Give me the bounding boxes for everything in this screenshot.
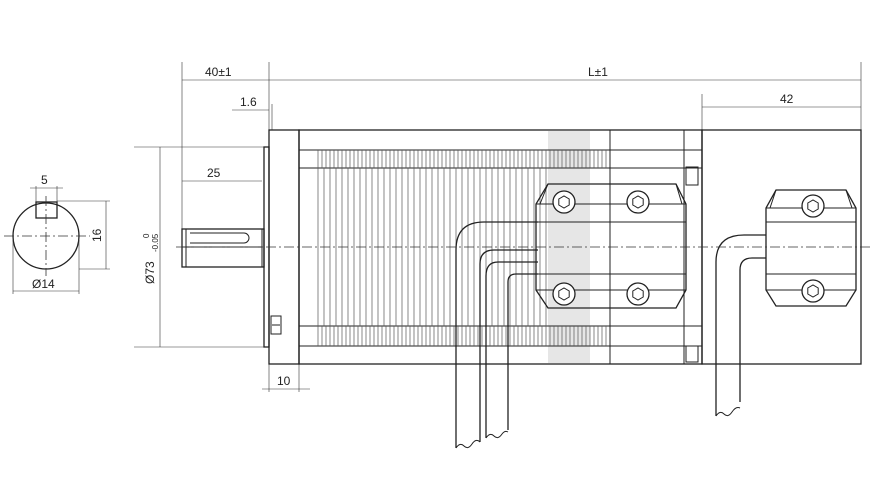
dim-10-label: 10	[277, 374, 291, 388]
pilot-diameter-label: Ø73	[143, 261, 157, 284]
pilot-tol-upper: 0	[142, 233, 151, 238]
clamp-bolt	[626, 282, 650, 306]
pilot-dimension: Ø73 -0.05 0	[134, 146, 268, 348]
dim-25-label: 25	[207, 166, 221, 180]
cables	[455, 221, 766, 449]
body-screw-top	[685, 166, 699, 186]
key-height-label: 16	[90, 228, 104, 242]
hex-socket	[558, 195, 570, 209]
key-slot	[35, 201, 58, 219]
pilot-tol-lower: -0.05	[151, 233, 160, 252]
clamp-bolt	[552, 282, 576, 306]
hex-socket	[632, 287, 644, 301]
top-dimensions: 40±1 L±1 1.6 42 25	[181, 62, 862, 236]
body-screw-bottom	[685, 345, 699, 363]
shaft-diameter-label: Ø14	[32, 277, 55, 291]
dim-L-label: L±1	[588, 65, 608, 79]
cable-clamp-2	[765, 189, 857, 307]
hex-socket	[807, 199, 819, 213]
key-width-label: 5	[41, 173, 48, 187]
dim-1.6-label: 1.6	[240, 95, 257, 109]
shaft-end-view: 5 16 Ø14	[4, 173, 110, 294]
shaft-side-view	[181, 228, 265, 268]
cable-clamp-1	[535, 183, 687, 309]
hex-socket	[632, 195, 644, 209]
hex-socket	[807, 284, 819, 298]
front-flange: 10	[262, 129, 310, 392]
hex-socket	[558, 287, 570, 301]
dim-40-label: 40±1	[205, 65, 232, 79]
clamp-bolt	[801, 279, 825, 303]
clamp-bolt	[552, 190, 576, 214]
clamp-bolt	[801, 194, 825, 218]
flange-screw	[270, 315, 282, 335]
dim-42-label: 42	[780, 92, 794, 106]
clamp-bolt	[626, 190, 650, 214]
